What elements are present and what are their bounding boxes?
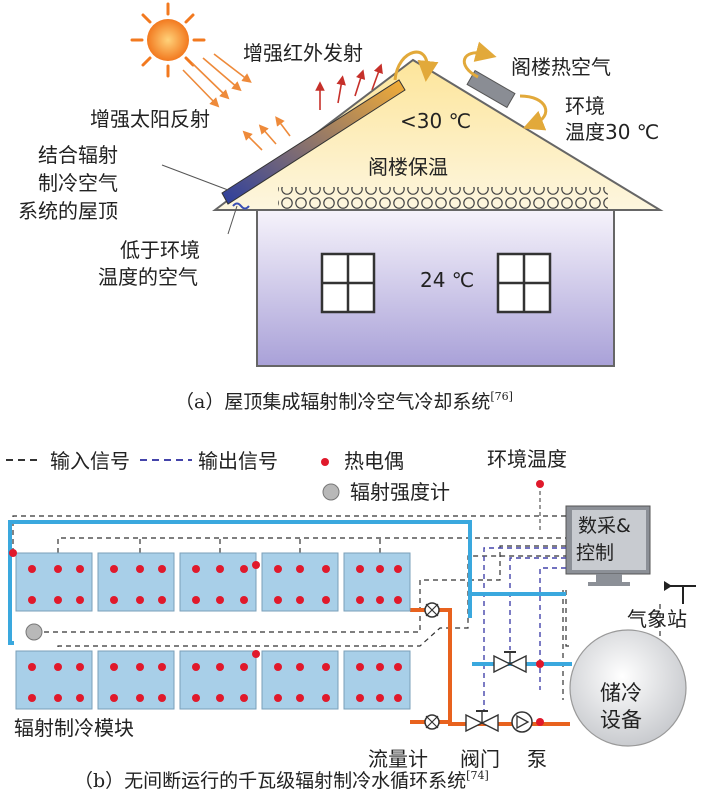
house-room [256,209,615,367]
reflection-arrows [242,116,291,151]
sun-icon [130,2,206,78]
label-cool-air-1: 低于环境 [120,238,200,262]
hot-air-arrow [519,94,548,131]
thermocouple-swatch [321,458,329,466]
thermocouple-dots [9,549,627,726]
label-solar: 增强太阳反射 [90,107,210,131]
caption-a: （a）屋顶集成辐射制冷空气冷却系统[76] [175,390,513,413]
label-roof-3: 系统的屋顶 [18,199,118,223]
ambient-thermocouple [536,480,544,488]
air-leader-line [227,205,238,235]
caption-b: （b）无间断运行的千瓦级辐射制冷水循环系统[74] [74,769,489,792]
label-weather-station: 气象站 [627,607,687,631]
window-icon [320,252,376,314]
cold-storage-tank [569,629,687,747]
radiative-roof-panel [221,79,406,205]
panel-a: 增强红外发射 阁楼热空气 环境 温度30 ℃ 增强太阳反射 <30 ℃ 结合辐射… [18,2,664,413]
label-valve: 阀门 [460,747,500,771]
label-room-temp: 24 ℃ [420,268,474,292]
label-infrared: 增强红外发射 [243,41,363,65]
window-icon [496,252,552,314]
roof-leader-line [161,164,229,191]
attic-vent [466,69,516,109]
pyranometer-swatch [322,483,340,501]
cool-air-icon [232,202,250,210]
label-flowmeter: 流量计 [368,747,428,771]
legend-thermocouple: 热电偶 [344,449,404,473]
label-ambient-temp: 温度30 ℃ [565,120,659,144]
radiative-module-row-lower [15,650,411,710]
flow-meter-icon [424,714,440,730]
label-ambient: 环境 [565,94,605,118]
weather-station-icon [664,581,696,604]
label-attic-temp: <30 ℃ [400,109,471,133]
label-module: 辐射制冷模块 [14,716,134,740]
panel-b: 输入信号 输出信号 热电偶 辐射强度计 环境温度 数采& 控制 气象站 [6,447,696,792]
label-attic-air: 阁楼热空气 [511,55,611,79]
valve-icon [493,651,527,674]
pyranometer-icon [25,623,43,641]
hot-air-arrow [462,41,497,79]
warm-water-pipe [410,608,570,726]
label-insulation: 阁楼保温 [368,155,448,179]
label-storage-1: 储冷 [600,681,642,705]
label-roof-1: 结合辐射 [38,143,118,167]
infrared-arrows [315,63,383,110]
flow-meter-icon [424,602,440,618]
label-storage-2: 设备 [600,708,642,732]
pump-icon [511,711,533,733]
label-pump: 泵 [527,747,547,771]
valve-icon [465,710,499,733]
label-daq-1: 数采& [578,515,631,537]
radiative-module-row-upper [15,552,411,612]
hot-air-arrow [393,50,439,82]
sunlight-arrows [182,53,252,108]
daq-control-box: 数采& 控制 [565,505,651,586]
legend-pyranometer: 辐射强度计 [350,480,450,504]
label-ambient-temp-b: 环境温度 [487,447,567,471]
legend-output: 输出信号 [198,449,278,473]
label-roof-2: 制冷空气 [38,171,118,195]
cold-water-pipe [8,520,566,645]
legend-input: 输入信号 [50,449,130,473]
output-signal-lines [483,547,566,712]
attic-insulation [278,187,608,209]
label-cool-air-2: 温度的空气 [98,265,198,289]
label-daq-2: 控制 [576,542,614,564]
